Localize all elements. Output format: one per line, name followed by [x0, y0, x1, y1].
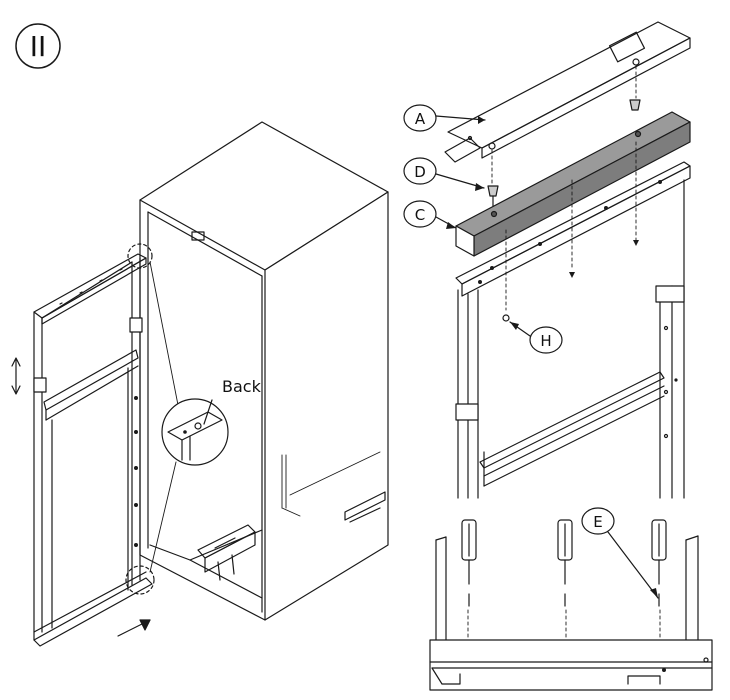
- step-circle: [15, 23, 61, 69]
- callout-bottom-circle: [125, 565, 155, 595]
- label-c-text: C: [415, 206, 425, 224]
- screw-d: [487, 185, 499, 207]
- bottom-panel: [429, 535, 713, 691]
- label-e: E: [581, 507, 659, 599]
- label-d-text: D: [414, 163, 426, 181]
- upper-frame: [455, 161, 691, 499]
- side-frame: [33, 253, 153, 647]
- bolt-h: [502, 314, 510, 322]
- label-c: C: [403, 200, 457, 229]
- label-h-text: H: [540, 332, 551, 350]
- step-badge: II: [15, 23, 61, 69]
- step-numeral: II: [30, 30, 47, 63]
- top-bracket: [191, 231, 205, 241]
- label-a-text: A: [415, 110, 426, 128]
- label-e-text: E: [593, 513, 602, 531]
- screwdriver-3: [651, 519, 667, 607]
- bottom-rail: [197, 524, 256, 581]
- cabinet: [139, 121, 389, 621]
- screwdriver-1: [461, 519, 477, 607]
- label-a: A: [403, 104, 486, 132]
- detail-bubble: [161, 398, 229, 466]
- push-arrow: [117, 619, 151, 637]
- screwdriver-2: [557, 519, 573, 607]
- screw-top: [629, 99, 641, 111]
- part-a-plate: [444, 21, 691, 163]
- height-adjust-arrow: [11, 357, 21, 395]
- label-d: D: [403, 157, 485, 191]
- back-label: Back: [222, 377, 262, 396]
- label-h: H: [509, 321, 563, 354]
- callout-top-circle: [127, 243, 153, 269]
